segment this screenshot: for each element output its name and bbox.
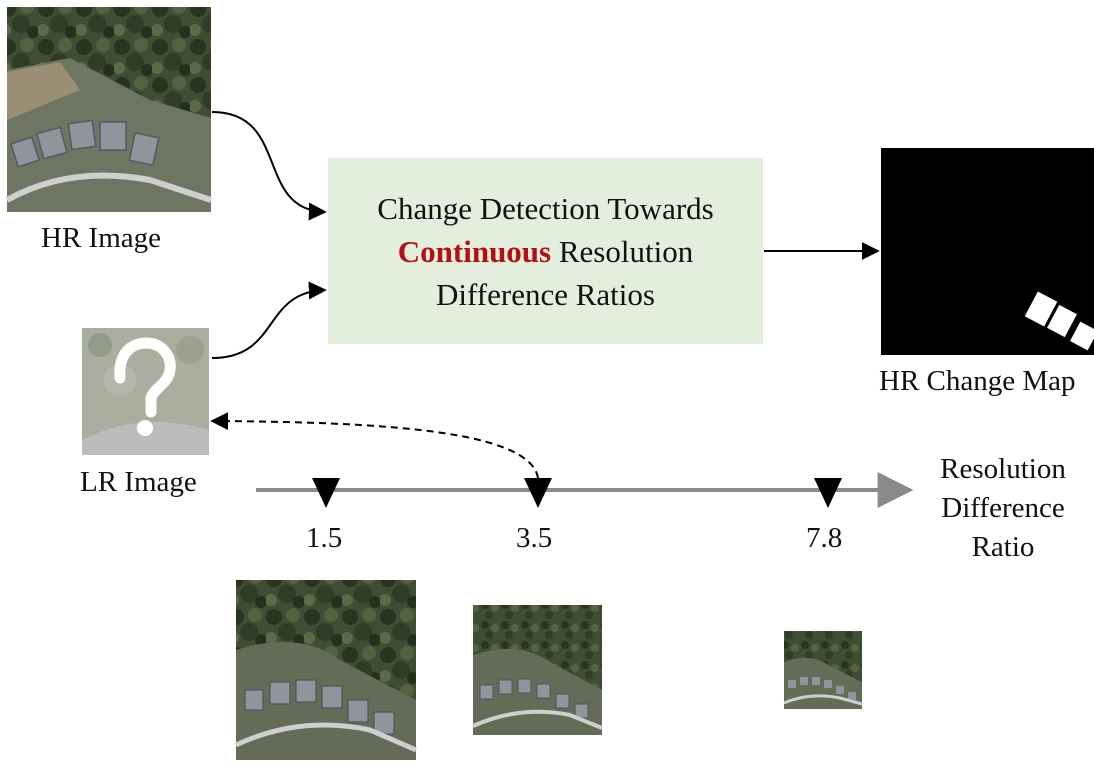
tick-label: 7.8 bbox=[806, 522, 843, 554]
tick-label: 3.5 bbox=[516, 522, 553, 554]
hr-to-method-arrow bbox=[211, 111, 327, 221]
axis-title-line: Resolution bbox=[940, 453, 1066, 485]
lr-to-method-arrow bbox=[211, 281, 327, 359]
method-line-2-rest: Resolution bbox=[551, 233, 694, 269]
hr-image bbox=[5, 7, 212, 212]
axis-title-line: Ratio bbox=[971, 531, 1035, 563]
triangle-down-icon bbox=[524, 478, 552, 508]
method-line-2: Continuous Resolution bbox=[398, 230, 693, 273]
sample-image-3-5 bbox=[472, 605, 603, 735]
axis-title: Resolution Difference Ratio bbox=[913, 450, 1093, 567]
method-highlight: Continuous bbox=[397, 233, 552, 269]
method-line-3: Difference Ratios bbox=[436, 276, 655, 312]
lr-image-label: LR Image bbox=[80, 466, 197, 498]
tick-label: 1.5 bbox=[306, 522, 343, 554]
sample-image-1-5 bbox=[234, 580, 417, 760]
method-box: Change Detection Towards Continuous Reso… bbox=[328, 158, 763, 344]
axis-title-line: Difference bbox=[941, 492, 1065, 524]
hr-change-map bbox=[881, 148, 1094, 355]
ratio-to-lr-dashed-arrow bbox=[210, 412, 539, 479]
hr-change-map-label: HR Change Map bbox=[879, 365, 1076, 397]
sample-image-7-8 bbox=[783, 631, 863, 709]
triangle-down-icon bbox=[312, 478, 340, 508]
method-line-1: Change Detection Towards bbox=[377, 190, 714, 226]
triangle-down-icon bbox=[814, 478, 842, 508]
hr-image-label: HR Image bbox=[41, 222, 161, 254]
question-mark-icon bbox=[114, 337, 176, 436]
